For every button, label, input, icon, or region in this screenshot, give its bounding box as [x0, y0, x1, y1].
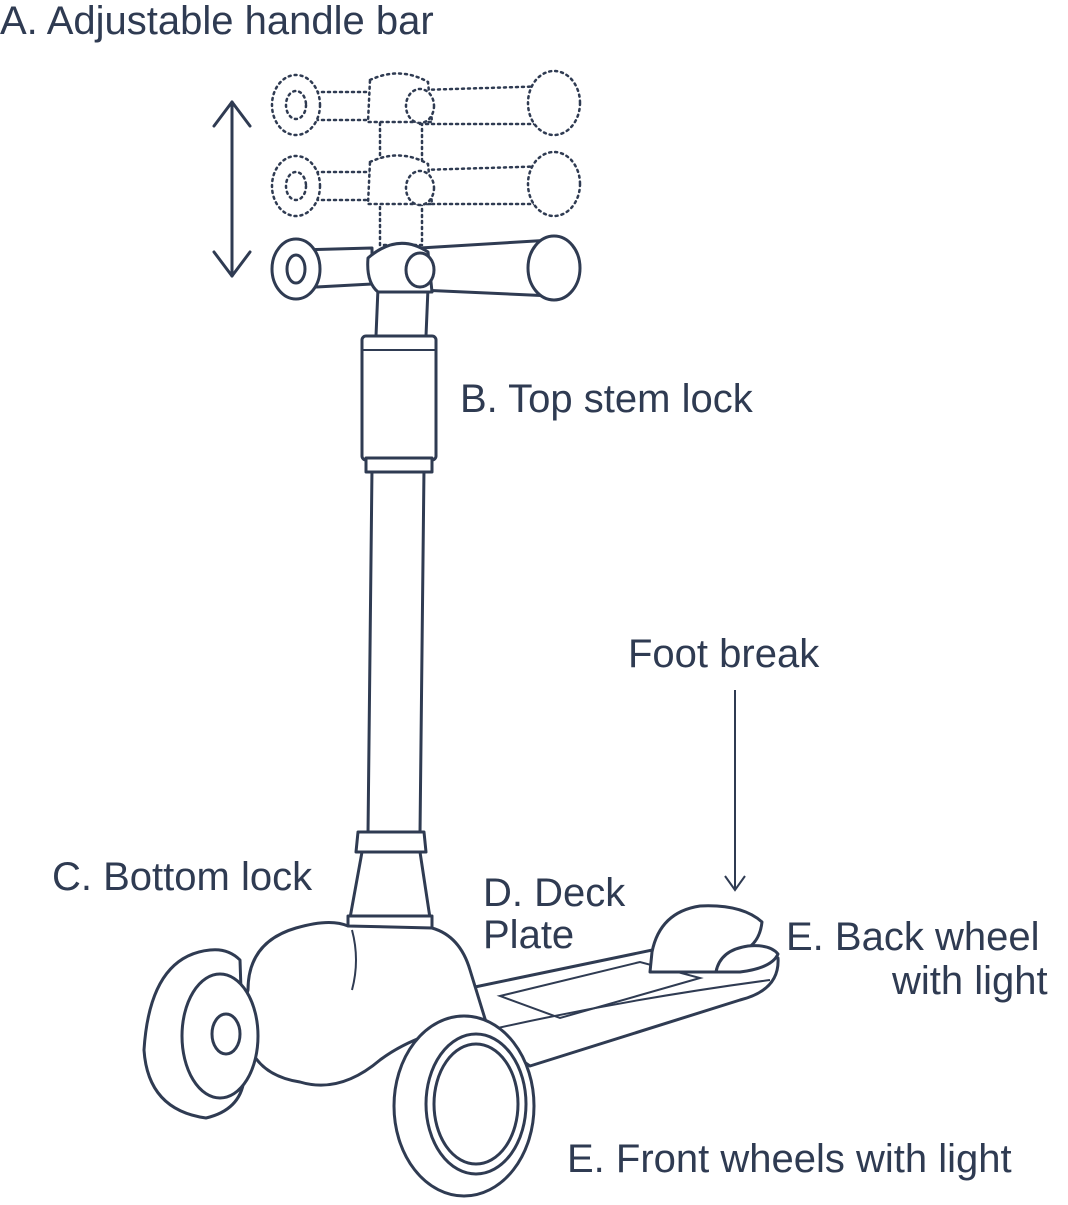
label-adjustable-handle-bar: A. Adjustable handle bar: [0, 0, 434, 43]
label-bottom-lock: C. Bottom lock: [52, 855, 313, 899]
front-wheel-left: [142, 948, 260, 1120]
label-front-wheels: E. Front wheels with light: [567, 1137, 1012, 1181]
back-wheel: [648, 904, 780, 974]
front-wheel-right: [392, 1014, 536, 1198]
double-arrow-vertical-icon: [212, 100, 252, 278]
stem: [360, 286, 438, 836]
label-top-stem-lock: B. Top stem lock: [460, 377, 753, 421]
handlebar-ghost-lower: [270, 150, 582, 247]
arrow-down-icon: [724, 690, 746, 892]
bottom-lock: [346, 830, 434, 934]
handlebar: [270, 234, 582, 302]
handlebar-ghost-upper: [270, 69, 582, 177]
label-back-wheel-line2: with light: [892, 959, 1048, 1003]
label-deck-plate-line2: Plate: [483, 913, 575, 957]
label-deck-plate-line1: D. Deck: [483, 871, 626, 915]
label-foot-brake: Foot break: [628, 632, 820, 676]
label-back-wheel-line1: E. Back wheel: [786, 915, 1040, 959]
